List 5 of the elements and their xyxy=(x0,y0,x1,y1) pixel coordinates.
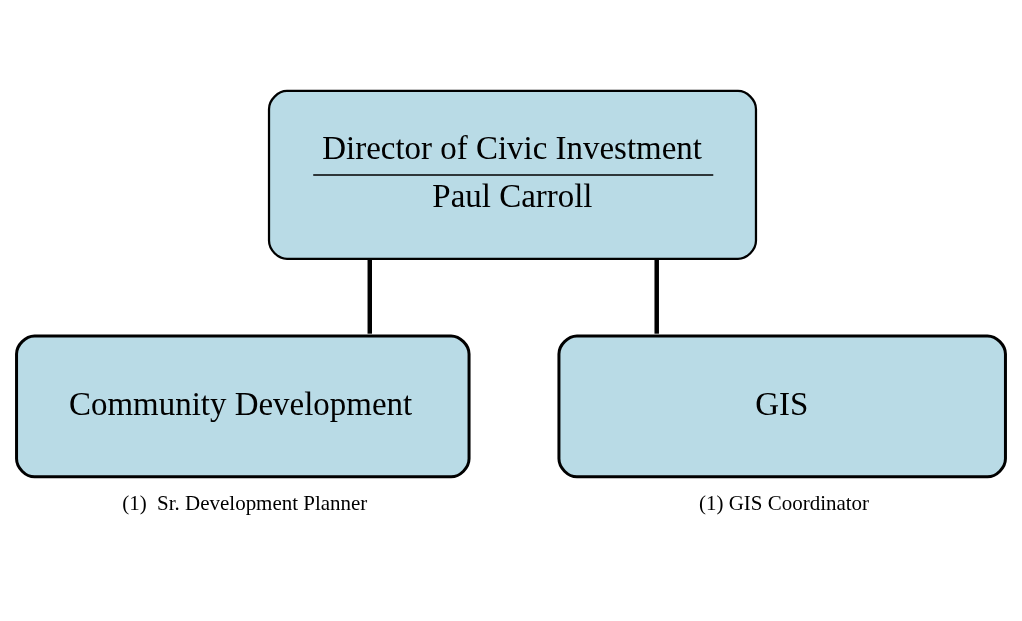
connector xyxy=(654,259,659,334)
node-label: (1) Sr. Development Planner xyxy=(122,491,368,516)
connector xyxy=(367,259,373,334)
node-box: Director of Civic Investment Paul Carroll xyxy=(267,89,758,260)
node-label: (1) GIS Coordinator xyxy=(699,491,870,516)
